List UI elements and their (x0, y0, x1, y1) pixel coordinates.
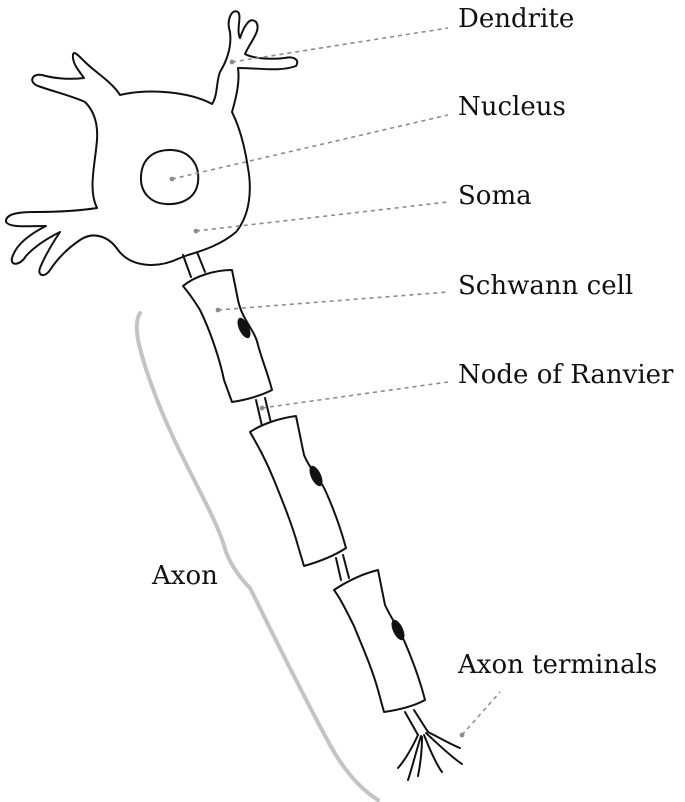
leader-dendrite (231, 27, 449, 63)
axon-segment-2 (335, 554, 350, 581)
label-soma: Soma (458, 181, 532, 211)
schwann-cell-2 (249, 415, 347, 567)
label-node-of-ranvier: Node of Ranvier (458, 360, 674, 390)
anchor-dot-node-of-ranvier (259, 405, 265, 411)
leader-schwann-cell (217, 291, 449, 311)
label-axon: Axon (151, 561, 218, 591)
axon-terminal-stem (404, 709, 429, 736)
label-dendrite: Dendrite (458, 4, 574, 34)
anchor-dot-dendrite (229, 59, 235, 65)
anchor-dot-nucleus (169, 176, 175, 182)
soma-nucleus (139, 149, 200, 206)
label-nucleus: Nucleus (458, 92, 566, 122)
leader-axon-terminals (461, 691, 501, 736)
axon-hillock (182, 251, 206, 278)
schwann-nucleus-3 (391, 619, 405, 641)
label-axon-terminals: Axon terminals (457, 650, 657, 680)
schwann-nucleus-1 (237, 317, 251, 339)
axon-bracket (134, 311, 380, 802)
schwann-nucleus-2 (309, 465, 323, 487)
label-schwann-cell: Schwann cell (458, 271, 633, 301)
leader-soma (195, 201, 449, 232)
axon-terminals (397, 731, 463, 781)
anchor-dot-axon-terminals (459, 732, 465, 738)
soma-body (5, 10, 299, 276)
anchor-dot-schwann-cell (215, 307, 221, 313)
schwann-cell-1 (182, 269, 273, 403)
anchor-dot-soma (193, 228, 199, 234)
schwann-cell-3 (333, 569, 426, 713)
axon-segment-1 (255, 397, 272, 427)
leader-node-of-ranvier (261, 381, 449, 409)
